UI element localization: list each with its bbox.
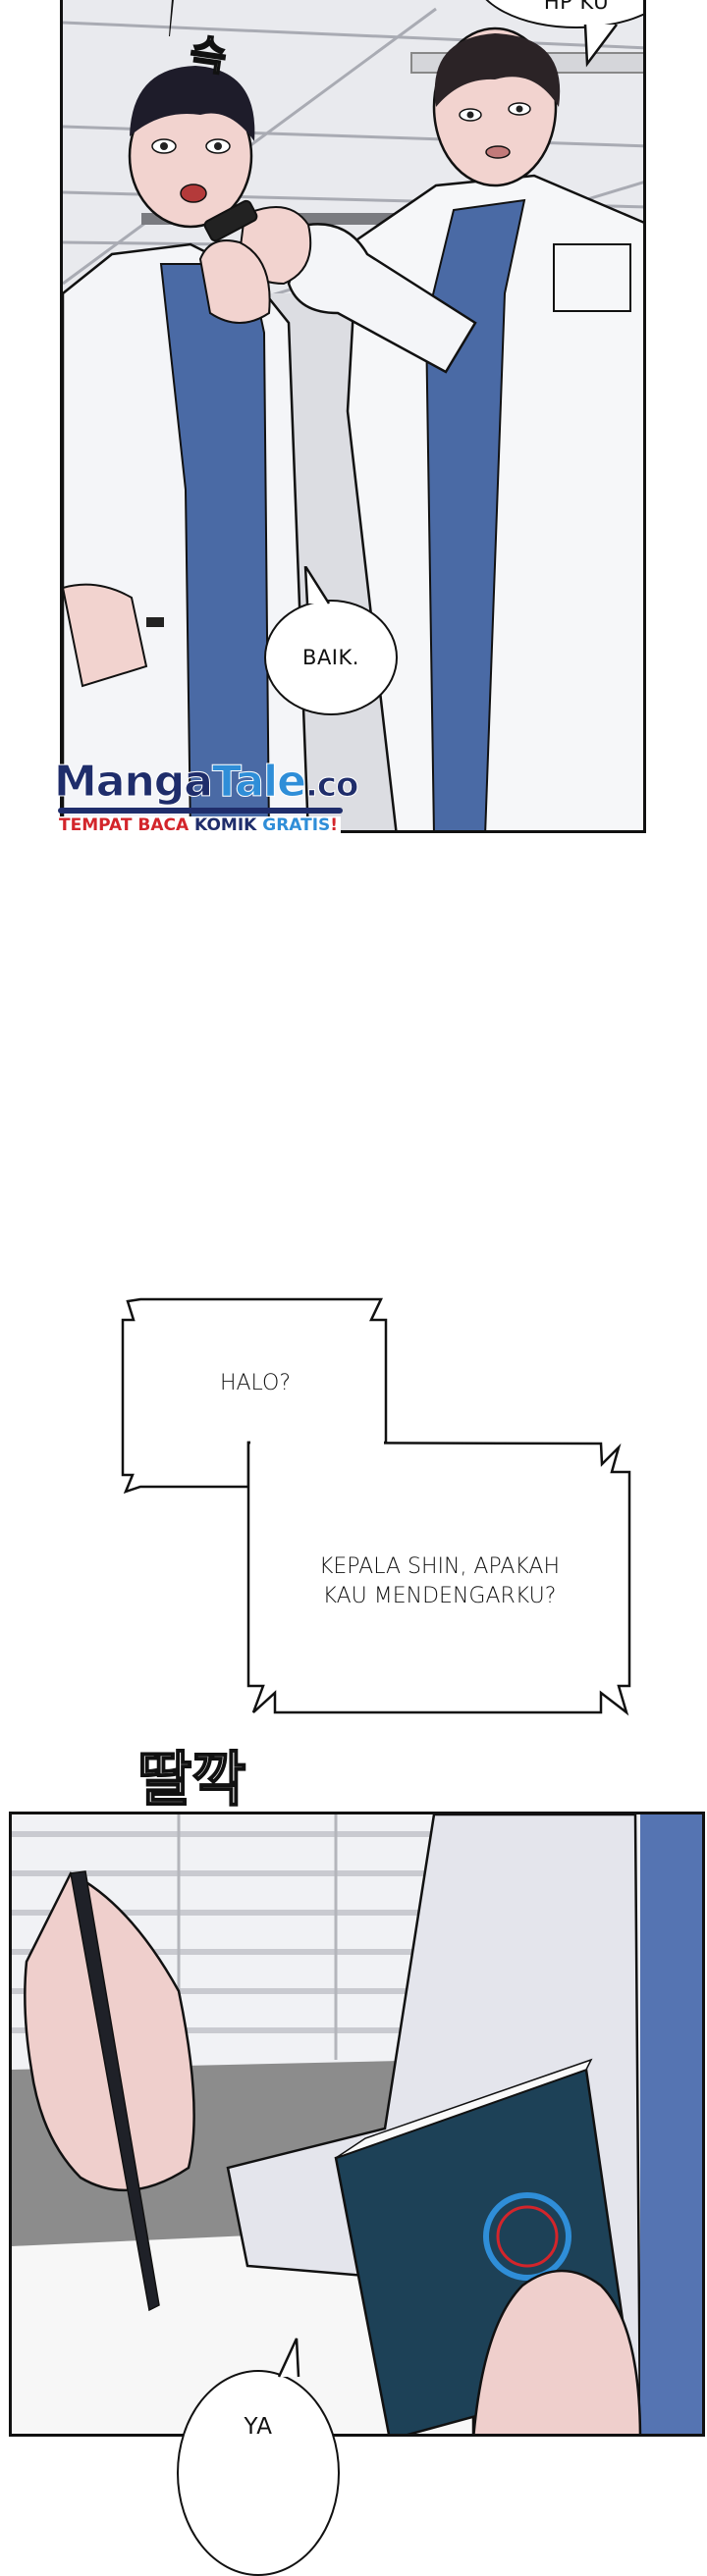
sound-effect-ttalkkak: 딸깍 <box>136 1745 246 1815</box>
watermark-brand-manga: Manga <box>54 757 214 807</box>
watermark-underline <box>58 808 343 814</box>
speech-text: YA <box>244 2413 273 2440</box>
watermark-tagline-navy: KOMIK <box>194 815 257 835</box>
caption-boxes-frame <box>121 1297 631 1716</box>
panel-1-artwork <box>63 0 643 830</box>
site-watermark: MangaTale.co TEMPAT BACA KOMIK GRATIS! <box>54 760 359 839</box>
caption-question: KEPALA SHIN, APAKAH KAU MENDENGARKU? <box>270 1552 609 1611</box>
panel-2-artwork <box>12 1814 702 2434</box>
watermark-tagline-red: TEMPAT BACA <box>59 815 190 835</box>
watermark-brand-tale: Tale <box>212 757 307 807</box>
speech-tail <box>277 2338 300 2378</box>
speech-text: BAIK. <box>302 646 359 669</box>
caption-line-2: KAU MENDENGARKU? <box>322 1584 557 1608</box>
caption-halo: HALO? <box>219 1371 292 1395</box>
speech-bubble-baik: BAIK. <box>264 600 398 715</box>
watermark-brand-suffix: .co <box>304 765 358 805</box>
speech-text: HP KU <box>543 0 610 14</box>
speed-line <box>166 0 178 38</box>
watermark-tagline-blue: GRATIS <box>262 815 331 835</box>
caption-line-1: KEPALA SHIN, APAKAH <box>318 1554 561 1579</box>
speech-tail <box>303 566 331 605</box>
sound-effect-seuk: 슥 <box>186 30 230 82</box>
comic-panel-1: 슥 HP KU BAIK. <box>60 0 646 833</box>
watermark-tagline-bang: ! <box>330 815 339 835</box>
speech-bubble-ya: YA <box>177 2370 340 2576</box>
speech-tail <box>583 25 618 68</box>
comic-panel-2 <box>9 1812 705 2437</box>
